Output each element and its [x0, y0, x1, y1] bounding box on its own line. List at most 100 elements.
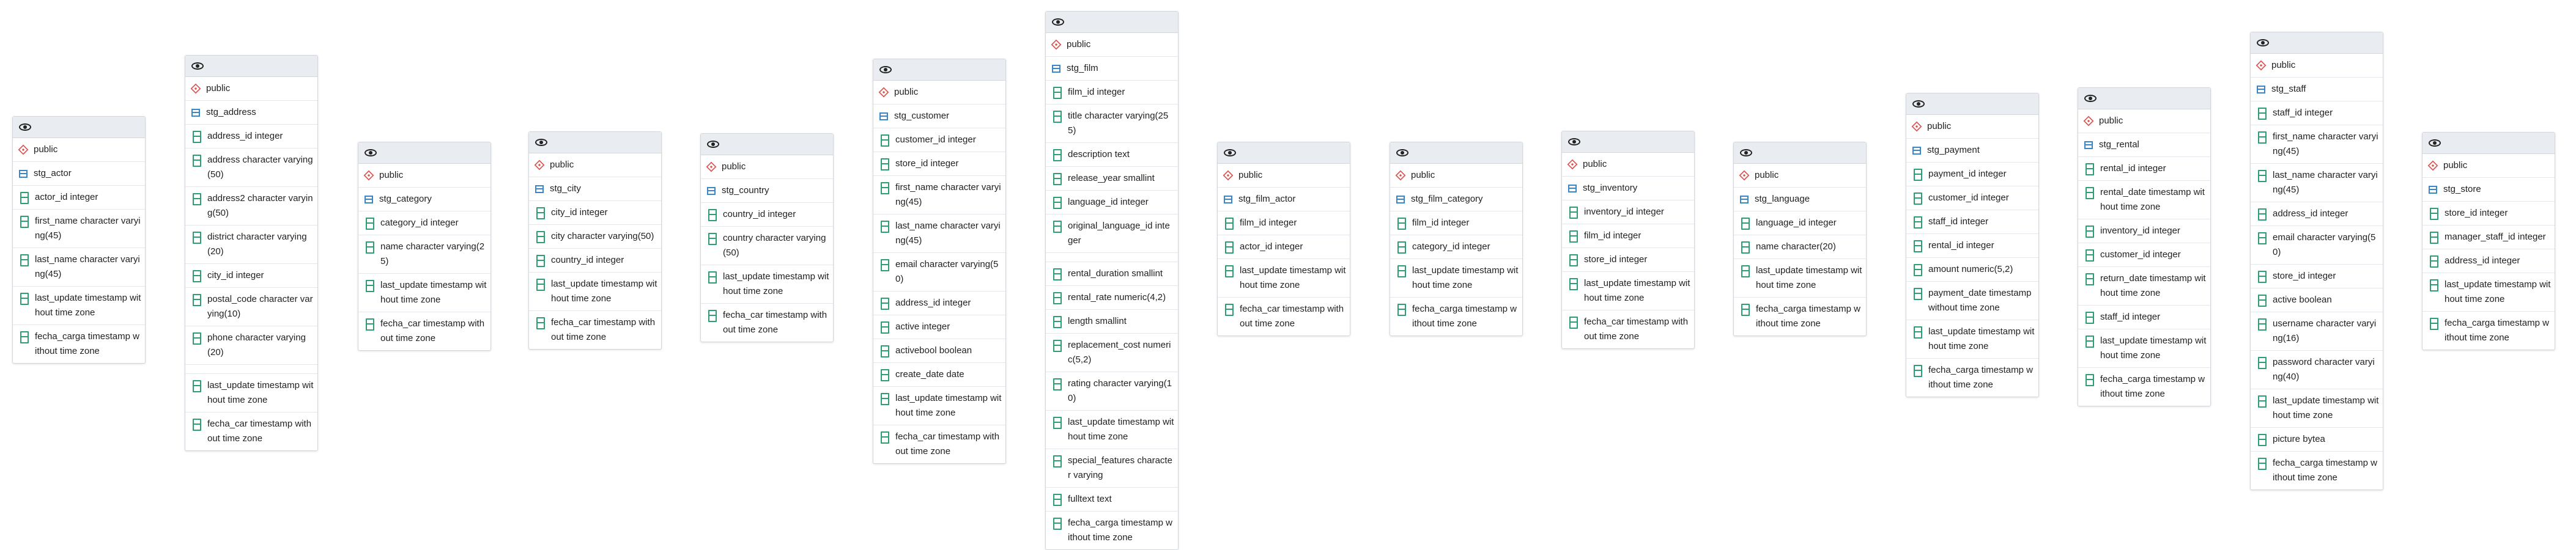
table-header[interactable]	[2078, 88, 2210, 109]
column-row[interactable]: fecha_carga timestamp without time zone	[2078, 368, 2210, 406]
table-name-row[interactable]: stg_rental	[2078, 133, 2210, 157]
column-row[interactable]: fecha_car timestamp without time zone	[185, 413, 317, 450]
column-row[interactable]: replacement_cost numeric(5,2)	[1046, 334, 1178, 372]
table-name-row[interactable]: stg_store	[2422, 178, 2555, 202]
table-header[interactable]	[701, 134, 833, 155]
column-row[interactable]: fecha_carga timestamp without time zone	[2251, 452, 2383, 490]
column-row[interactable]: store_id integer	[2251, 265, 2383, 288]
column-row[interactable]: store_id integer	[873, 152, 1005, 176]
column-row[interactable]: picture bytea	[2251, 428, 2383, 452]
eye-icon[interactable]	[707, 141, 719, 148]
column-row[interactable]: language_id integer	[1734, 211, 1866, 235]
column-row[interactable]: rental_id integer	[2078, 157, 2210, 181]
column-row[interactable]: fecha_carga timestamp without time zone	[1046, 512, 1178, 549]
column-row[interactable]: name character varying(25)	[358, 235, 490, 274]
column-row[interactable]: special_features character varying	[1046, 449, 1178, 488]
column-row[interactable]: film_id integer	[1562, 224, 1694, 248]
column-row[interactable]: customer_id integer	[1906, 186, 2038, 210]
column-row[interactable]: film_id integer	[1218, 211, 1350, 235]
column-row[interactable]: category_id integer	[358, 211, 490, 235]
column-row[interactable]: fecha_carga timestamp without time zone	[1906, 359, 2038, 397]
column-row[interactable]: name character(20)	[1734, 235, 1866, 259]
column-row[interactable]: email character varying(50)	[2251, 226, 2383, 265]
column-row[interactable]: last_update timestamp without time zone	[1218, 259, 1350, 298]
column-row[interactable]: address_id integer	[2422, 249, 2555, 273]
column-row[interactable]: activebool boolean	[873, 339, 1005, 363]
column-row[interactable]: rental_duration smallint	[1046, 262, 1178, 286]
column-row[interactable]: rental_rate numeric(4,2)	[1046, 286, 1178, 310]
schema-row[interactable]: public	[13, 138, 145, 162]
table-name-row[interactable]: stg_address	[185, 101, 317, 125]
table-header[interactable]	[1218, 142, 1350, 164]
column-row[interactable]: fecha_car timestamp without time zone	[873, 425, 1005, 463]
column-row[interactable]: inventory_id integer	[2078, 219, 2210, 243]
column-row[interactable]: last_update timestamp without time zone	[2251, 389, 2383, 428]
table-header[interactable]	[1734, 142, 1866, 164]
eye-icon[interactable]	[1568, 138, 1580, 145]
column-row[interactable]: fecha_car timestamp without time zone	[701, 304, 833, 342]
column-row[interactable]: payment_id integer	[1906, 163, 2038, 186]
column-row[interactable]: last_update timestamp without time zone	[2078, 329, 2210, 368]
column-row[interactable]: fecha_carga timestamp without time zone	[1390, 298, 1522, 336]
column-row[interactable]: email character varying(50)	[873, 253, 1005, 292]
column-row[interactable]: store_id integer	[1562, 248, 1694, 272]
column-row[interactable]: original_language_id integer	[1046, 215, 1178, 253]
eye-icon[interactable]	[191, 62, 204, 70]
table-name-row[interactable]: stg_language	[1734, 188, 1866, 211]
schema-row[interactable]: public	[1562, 153, 1694, 177]
column-row[interactable]: first_name character varying(45)	[13, 210, 145, 248]
column-row[interactable]: country_id integer	[701, 203, 833, 227]
column-row[interactable]: phone character varying(20)	[185, 326, 317, 365]
eye-icon[interactable]	[535, 139, 547, 146]
column-row[interactable]: fulltext text	[1046, 488, 1178, 512]
column-row[interactable]: rating character varying(10)	[1046, 372, 1178, 411]
column-row[interactable]: staff_id integer	[1906, 210, 2038, 234]
column-row[interactable]: customer_id integer	[2078, 243, 2210, 267]
eye-icon[interactable]	[1052, 18, 1064, 26]
column-row[interactable]: password character varying(40)	[2251, 351, 2383, 389]
eye-icon[interactable]	[2429, 139, 2441, 147]
column-row[interactable]: actor_id integer	[1218, 235, 1350, 259]
schema-row[interactable]: public	[1218, 164, 1350, 188]
column-row[interactable]: postal_code character varying(10)	[185, 288, 317, 326]
column-row[interactable]: amount numeric(5,2)	[1906, 258, 2038, 282]
schema-row[interactable]: public	[358, 164, 490, 188]
table-header[interactable]	[358, 142, 490, 164]
eye-icon[interactable]	[19, 123, 31, 131]
eye-icon[interactable]	[2084, 95, 2097, 102]
column-row[interactable]: staff_id integer	[2251, 101, 2383, 125]
column-row[interactable]: last_update timestamp without time zone	[1390, 259, 1522, 298]
column-row[interactable]: last_update timestamp without time zone	[873, 387, 1005, 425]
column-row[interactable]: address character varying(50)	[185, 148, 317, 187]
column-row[interactable]: payment_date timestamp without time zone	[1906, 282, 2038, 320]
table-header[interactable]	[2251, 32, 2383, 54]
column-row[interactable]: rental_id integer	[1906, 234, 2038, 258]
table-name-row[interactable]: stg_inventory	[1562, 177, 1694, 200]
column-row[interactable]: release_year smallint	[1046, 167, 1178, 191]
column-row[interactable]: address_id integer	[873, 292, 1005, 315]
schema-row[interactable]: public	[873, 81, 1005, 105]
column-row[interactable]: active integer	[873, 315, 1005, 339]
schema-row[interactable]: public	[185, 77, 317, 101]
column-row[interactable]: rental_date timestamp without time zone	[2078, 181, 2210, 219]
column-row[interactable]: last_update timestamp without time zone	[701, 265, 833, 304]
column-row[interactable]: store_id integer	[2422, 202, 2555, 226]
eye-icon[interactable]	[365, 149, 377, 156]
column-row[interactable]: city character varying(50)	[529, 225, 661, 249]
table-header[interactable]	[1906, 94, 2038, 115]
column-row[interactable]: city_id integer	[529, 201, 661, 225]
column-row[interactable]: last_update timestamp without time zone	[185, 374, 317, 413]
table-header[interactable]	[2422, 133, 2555, 154]
table-name-row[interactable]: stg_film_actor	[1218, 188, 1350, 211]
table-header[interactable]	[1390, 142, 1522, 164]
eye-icon[interactable]	[1740, 149, 1752, 156]
table-header[interactable]	[13, 117, 145, 138]
column-row[interactable]: description text	[1046, 143, 1178, 167]
